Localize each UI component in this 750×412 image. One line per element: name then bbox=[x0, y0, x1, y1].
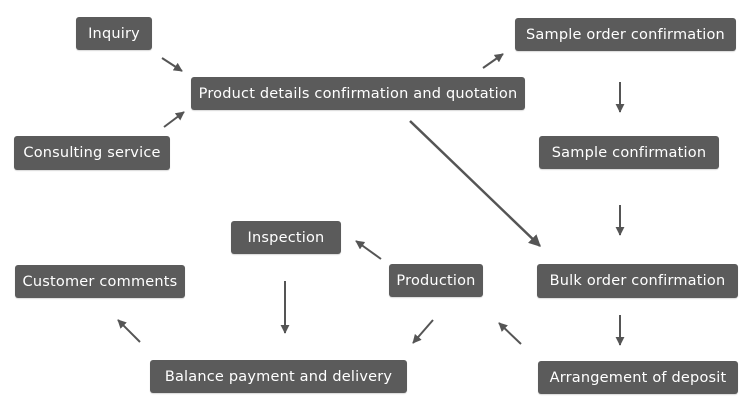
arrow-production-to-inspection bbox=[355, 240, 382, 260]
arrow-inquiry-to-product bbox=[161, 57, 183, 72]
arrow-balance-to-customer-comments bbox=[117, 319, 141, 343]
node-sample-confirmation: Sample confirmation bbox=[539, 136, 719, 169]
arrow-production-to-balance bbox=[412, 319, 434, 344]
node-inquiry: Inquiry bbox=[76, 17, 152, 50]
node-balance-payment-delivery: Balance payment and delivery bbox=[150, 360, 407, 393]
arrow-product-to-bulk-order bbox=[409, 120, 541, 247]
node-arrangement-of-deposit: Arrangement of deposit bbox=[538, 361, 738, 394]
arrow-consulting-to-product bbox=[163, 111, 185, 128]
arrow-product-to-sample-order bbox=[482, 53, 504, 69]
node-inspection: Inspection bbox=[231, 221, 341, 254]
node-bulk-order-confirmation: Bulk order confirmation bbox=[537, 264, 738, 298]
node-consulting-service: Consulting service bbox=[14, 136, 170, 170]
node-customer-comments: Customer comments bbox=[15, 265, 185, 298]
node-production: Production bbox=[389, 264, 483, 297]
node-sample-order-confirmation: Sample order confirmation bbox=[515, 18, 736, 51]
arrow-deposit-to-production bbox=[498, 322, 522, 345]
node-product-details-quotation: Product details confirmation and quotati… bbox=[191, 77, 525, 110]
